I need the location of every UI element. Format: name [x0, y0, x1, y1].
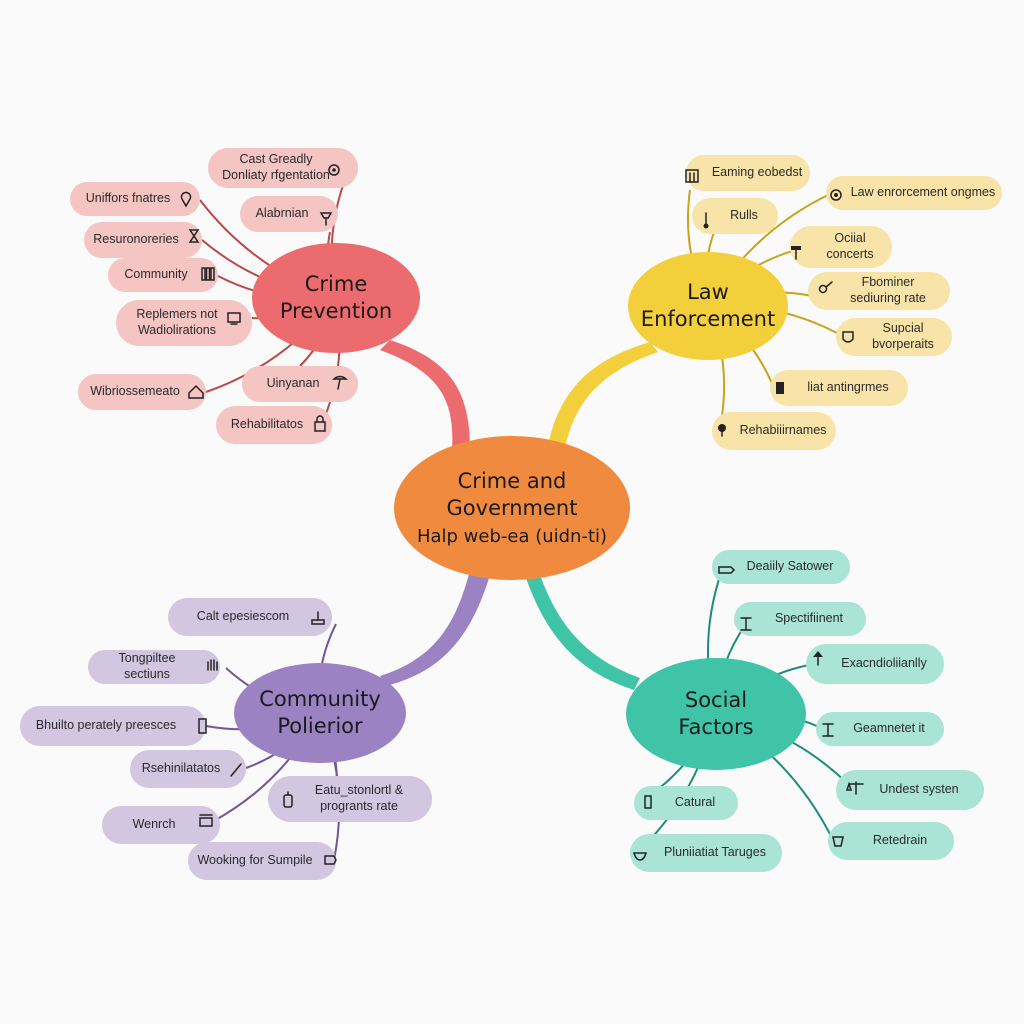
social-leaf-1[interactable] — [734, 602, 866, 636]
hand-icon — [207, 659, 218, 671]
badge-icon — [830, 189, 842, 201]
house-icon — [188, 384, 204, 399]
enforcement-leaf-1[interactable] — [692, 198, 778, 234]
gear-icon — [328, 164, 340, 176]
pillar-icon — [740, 617, 752, 631]
social-leaf-6[interactable] — [828, 822, 954, 860]
community-leaf-2[interactable] — [20, 706, 206, 746]
social-trunk — [526, 575, 640, 690]
prevention-leaf-3[interactable] — [84, 222, 202, 258]
social-leaf-2[interactable] — [806, 644, 944, 684]
community-policing-node[interactable] — [234, 663, 406, 763]
hourglass-icon — [188, 229, 200, 243]
social-leaf-5[interactable] — [634, 786, 738, 820]
signpost-icon — [718, 566, 736, 574]
hub-layer — [234, 243, 806, 770]
building-icon — [685, 169, 699, 183]
books-icon — [201, 267, 215, 281]
baton-icon — [703, 212, 709, 229]
enforcement-trunk — [548, 342, 658, 448]
crime-prevention-node[interactable] — [252, 243, 420, 353]
lock-icon — [314, 415, 326, 432]
social-leaf-4[interactable] — [836, 770, 984, 810]
prevention-leaf-8[interactable] — [216, 406, 332, 444]
community-leaf-0[interactable] — [168, 598, 332, 636]
stamp-icon — [311, 611, 325, 625]
social-leaf-7[interactable] — [630, 834, 782, 872]
phone-icon — [198, 718, 207, 734]
community-leaf-4[interactable] — [268, 776, 432, 822]
prevention-leaf-2[interactable] — [240, 196, 338, 232]
prevention-leaf-7[interactable] — [78, 374, 206, 410]
bottle-icon — [283, 791, 293, 808]
social-leaf-3[interactable] — [816, 712, 944, 746]
lamp-icon — [331, 375, 349, 390]
id-card-icon — [776, 382, 784, 394]
social-factors-node[interactable] — [626, 658, 806, 770]
column-icon — [644, 795, 652, 809]
enforcement-leaf-0[interactable] — [686, 155, 810, 191]
handcuffs-icon — [818, 281, 833, 294]
prevention-leaf-0[interactable] — [208, 148, 358, 188]
enforcement-leaf-7[interactable] — [712, 412, 836, 450]
community-trunk — [380, 570, 490, 686]
law-enforcement-node[interactable] — [628, 252, 788, 360]
torch-icon — [319, 212, 333, 226]
scale-icon — [845, 781, 864, 795]
enforcement-leaf-3[interactable] — [790, 226, 892, 268]
enforcement-leaf-2[interactable] — [826, 176, 1002, 210]
trunk-layer — [380, 340, 658, 690]
shield-icon — [842, 331, 854, 343]
community-leaf-1[interactable] — [88, 650, 220, 684]
prevention-leaf-6[interactable] — [242, 366, 358, 402]
enforcement-leaf-6[interactable] — [770, 370, 908, 406]
pin-icon — [180, 191, 192, 208]
enforcement-leaf-5[interactable] — [836, 318, 952, 356]
prevention-leaf-4[interactable] — [108, 258, 218, 292]
enforcement-leaf-4[interactable] — [808, 272, 950, 310]
icon-layer — [180, 164, 864, 865]
pillar-icon — [822, 723, 834, 737]
central-topic-node[interactable] — [394, 436, 630, 580]
community-leaf-6[interactable] — [188, 842, 336, 880]
social-leaf-0[interactable] — [712, 550, 850, 584]
arrow-up-icon — [813, 651, 823, 666]
pen-icon — [230, 763, 242, 777]
cart-icon — [199, 814, 213, 827]
prevention-leaf-5[interactable] — [116, 300, 252, 346]
prevention-leaf-1[interactable] — [70, 182, 200, 216]
tag-icon — [324, 855, 337, 865]
community-leaf-3[interactable] — [130, 750, 246, 788]
community-leaf-5[interactable] — [102, 806, 220, 844]
cup-icon — [832, 836, 844, 847]
whistle-icon — [718, 424, 726, 437]
prevention-trunk — [380, 340, 470, 450]
screen-icon — [227, 312, 241, 325]
leaf-layer — [20, 148, 1002, 880]
gavel-icon — [791, 246, 801, 260]
mortar-icon — [633, 852, 647, 861]
